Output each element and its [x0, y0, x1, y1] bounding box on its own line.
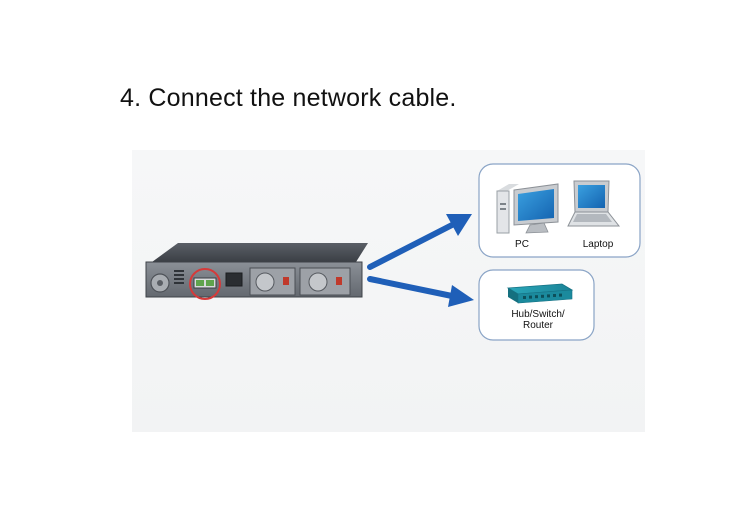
laptop-icon	[567, 180, 621, 227]
lan-highlight-circle	[189, 268, 221, 300]
psu-switch	[283, 277, 289, 285]
pc-label: PC	[515, 239, 529, 250]
hub-label-line1: Hub/Switch/	[511, 309, 565, 320]
server-lid	[152, 243, 368, 262]
hub-label-line2: Router	[522, 320, 553, 331]
psu-fan-icon	[308, 272, 328, 292]
lan-port-1	[196, 280, 204, 286]
fan-hub	[157, 280, 163, 286]
nas-server	[145, 243, 368, 300]
power-inlet	[225, 272, 243, 287]
lan-ports	[193, 277, 217, 289]
vent-grille	[174, 270, 184, 284]
hub-switch-icon	[506, 283, 574, 304]
psu-switch	[336, 277, 342, 285]
laptop-label: Laptop	[582, 239, 614, 250]
lan-port-2	[206, 280, 214, 286]
pc-icon	[496, 183, 559, 234]
arrow-to-computers	[367, 214, 472, 270]
arrow-to-hub	[367, 276, 474, 307]
psu-fan-icon	[255, 272, 275, 292]
step-title: 4. Connect the network cable.	[120, 84, 457, 112]
